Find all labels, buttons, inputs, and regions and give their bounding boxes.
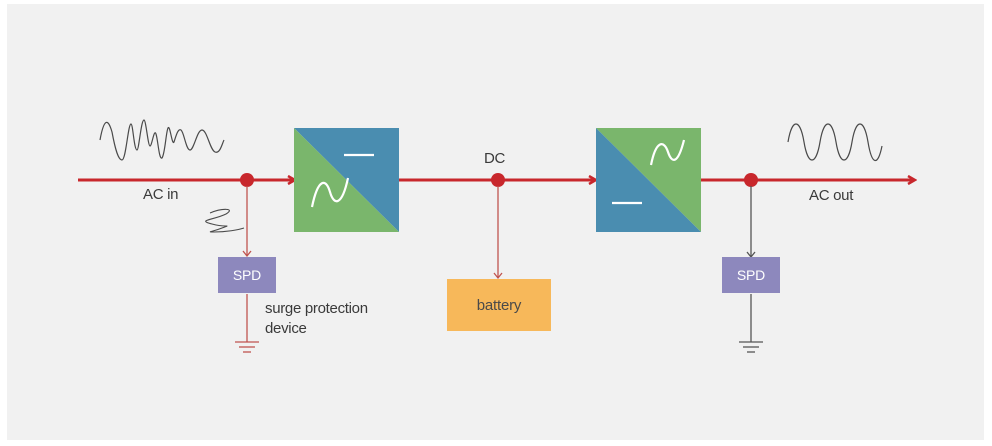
clean-ac-output-wave-icon	[787, 123, 883, 162]
dc-label: DC	[484, 150, 506, 167]
ac-in-label: AC in	[143, 186, 179, 203]
junction-dc	[491, 173, 505, 187]
ac-out-label: AC out	[809, 187, 854, 204]
spd-box-left: SPD	[218, 257, 276, 293]
diagram-background	[7, 4, 984, 440]
ac-symbol-icon	[310, 177, 350, 208]
ground-right-icon	[739, 341, 763, 353]
rectifier-block	[294, 128, 399, 232]
junction-ac-in	[240, 173, 254, 187]
ground-left-icon	[235, 341, 259, 353]
ac-symbol-icon	[649, 139, 686, 166]
surge-caption-line2: device	[265, 320, 307, 337]
inverter-block	[596, 128, 701, 232]
noisy-ac-input-wave-icon	[99, 119, 225, 161]
surge-protection-caption: surge protection device	[265, 299, 405, 339]
surge-caption-line1: surge protection	[265, 300, 368, 317]
spd-box-right: SPD	[722, 257, 780, 293]
surge-spike-icon	[205, 208, 245, 233]
battery-box: battery	[447, 279, 551, 331]
junction-ac-out	[744, 173, 758, 187]
